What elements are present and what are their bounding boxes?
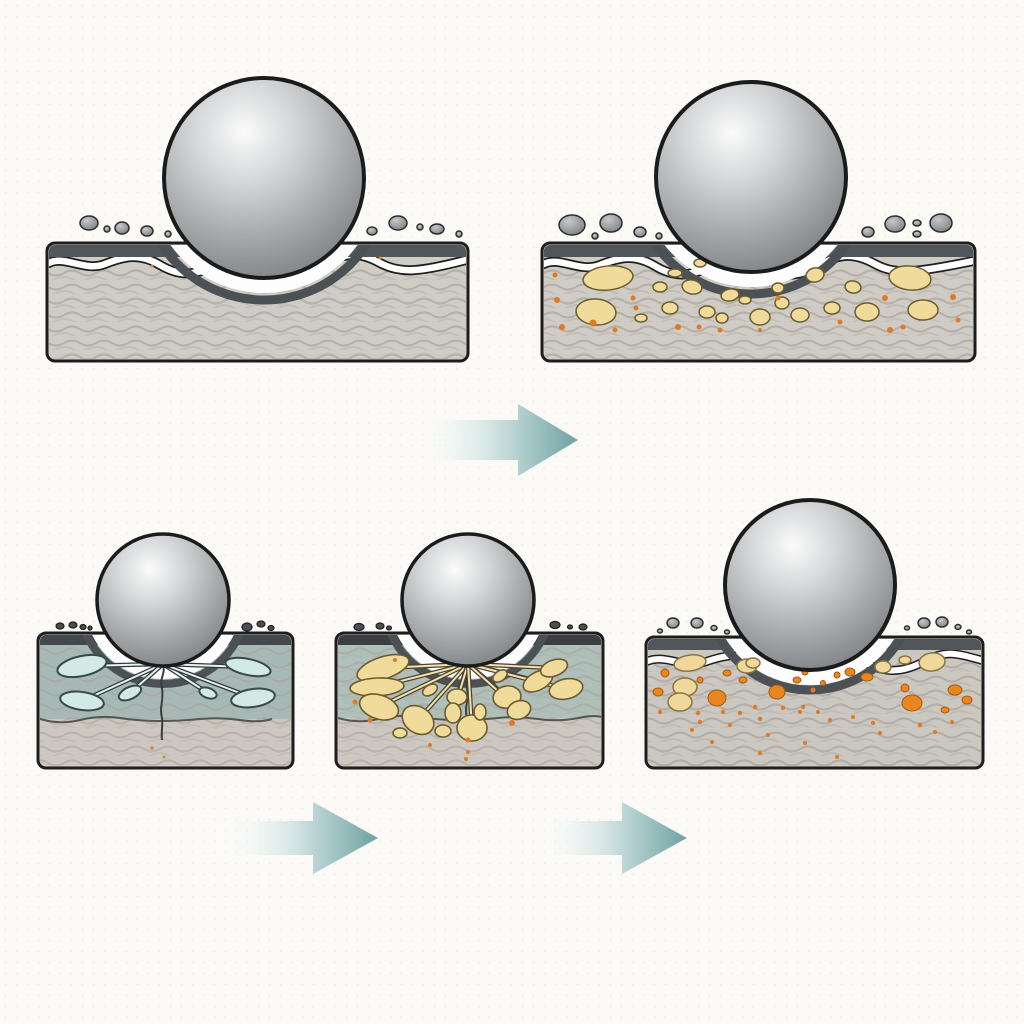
panel-2-surface-bubbles	[558, 213, 953, 240]
panel-3-orange-specks	[150, 746, 166, 759]
panel-5-gap-arc	[710, 639, 910, 685]
indenter-sphere-4	[400, 532, 536, 668]
panel-3-fluid-droplets	[56, 653, 276, 712]
arrow-stage3-to-stage4	[219, 802, 378, 874]
panel-3-surface-bubbles	[55, 620, 275, 632]
indenter-sphere-5	[723, 498, 897, 672]
panel-5-band-arc	[700, 639, 920, 695]
indenter-sphere-1	[162, 76, 366, 280]
panel-1-gap-arc	[149, 245, 379, 293]
panel-1-band-arc	[137, 245, 391, 305]
panel-5-lipid-ovals	[667, 652, 946, 712]
panel-4-surface-bubbles	[353, 620, 588, 632]
panel-5-surface-bubbles	[656, 616, 973, 635]
panel-4-orange-dots	[352, 658, 515, 761]
indenter-sphere-2	[654, 80, 848, 274]
panel-3-crack	[160, 663, 165, 741]
panel-4-lipid-droplets	[349, 653, 584, 742]
panel-3	[36, 532, 295, 770]
panel-1-specks	[150, 256, 382, 268]
panel-2-gap-arc	[641, 245, 861, 287]
panel-3-band-arc	[75, 635, 251, 688]
indenter-sphere-3	[95, 532, 231, 668]
panel-5-orange-dots	[657, 687, 954, 759]
panel-2-band-arc	[629, 245, 873, 299]
panel-5-orange-blobs	[652, 667, 973, 714]
arrow-stage4-to-stage5	[534, 802, 687, 874]
panel-4	[334, 532, 605, 770]
panel-3-layer-boundary	[40, 715, 273, 724]
panel-2	[540, 80, 977, 363]
panel-5	[644, 498, 985, 770]
panel-1	[45, 76, 470, 363]
panel-1-surface-bubbles	[79, 215, 463, 238]
arrow-stage1-to-stage2	[413, 404, 578, 476]
panel-2-orange-dots	[552, 272, 961, 333]
